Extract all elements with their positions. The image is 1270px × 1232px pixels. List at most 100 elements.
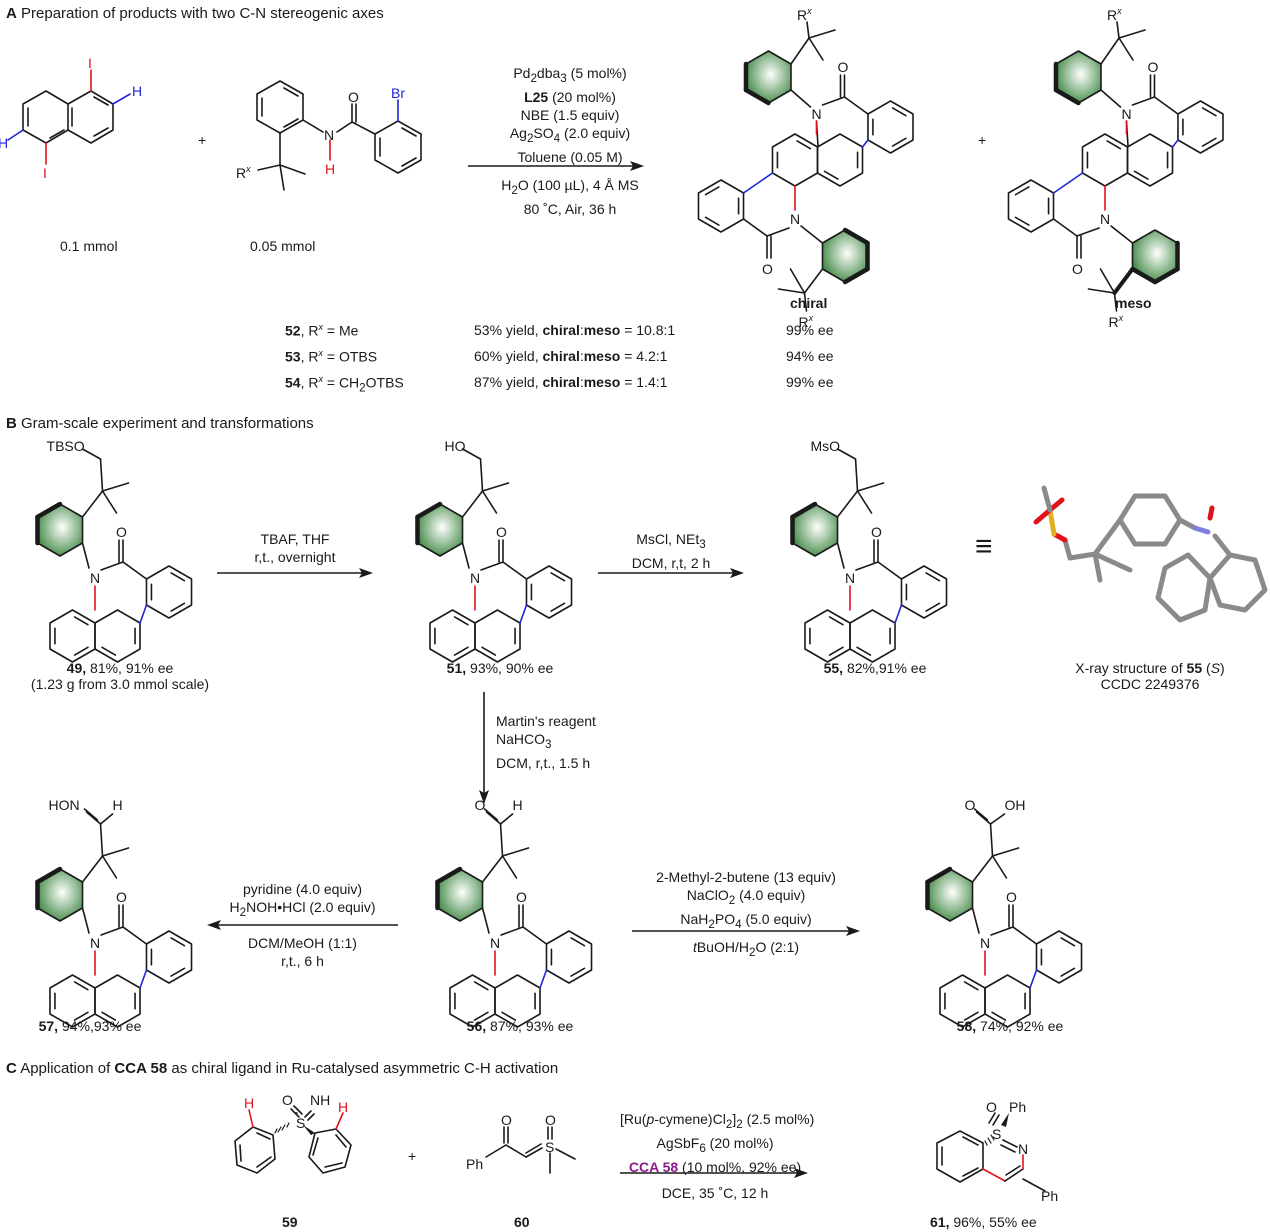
svg-text:NH: NH	[310, 1092, 330, 1108]
conditions-b3: Martin's reagent NaHCO3 DCM, r,t., 1.5 h	[496, 713, 596, 771]
section-b-heading: Gram-scale experiment and transformation…	[21, 415, 314, 432]
reaction-arrow-b1	[217, 568, 373, 578]
bond	[971, 855, 994, 883]
bond	[1012, 926, 1038, 945]
compound-57-label: 57, 94%,93% ee	[38, 1018, 142, 1034]
svg-text:Ph: Ph	[1009, 1099, 1026, 1115]
bond	[550, 572, 566, 582]
bond	[806, 21, 810, 39]
bond	[808, 37, 824, 61]
section-c-letter: C	[6, 1060, 17, 1077]
conditions-b5-below: tBuOH/H2O (2:1)	[692, 939, 800, 959]
atom-h-left: H	[0, 135, 8, 151]
cc-bond-new	[894, 604, 903, 624]
svg-text:O: O	[282, 1092, 293, 1108]
compound-61-label: 61, 96%, 55% ee	[930, 1214, 1037, 1230]
naphthalene-ring	[1126, 133, 1174, 187]
plus-sign-c: +	[408, 1148, 417, 1164]
bromobenzamide-structure: N H O Br Rx	[236, 80, 422, 191]
bond	[461, 490, 484, 518]
conditions-b1: TBAF, THF r,t., overnight	[254, 531, 336, 565]
atom-h-nh: H	[325, 161, 335, 177]
atom-rx: Rx	[797, 6, 812, 23]
atom-oxygen: O	[1072, 261, 1083, 277]
bond	[1014, 216, 1030, 226]
reaction-arrow-b3	[479, 692, 489, 804]
atom-nitrogen: N	[980, 935, 990, 951]
wedge-bond	[415, 501, 443, 520]
atom-rx: Rx	[236, 164, 251, 181]
reaction-arrow-c	[620, 1168, 808, 1178]
bond	[891, 137, 907, 147]
bond	[1014, 186, 1030, 196]
bond	[101, 646, 117, 656]
atom-oxygen: O	[516, 889, 527, 905]
atom-label: OH	[1005, 797, 1026, 813]
bond	[473, 1011, 489, 1021]
compound-55-label: 55, 82%,91% ee	[823, 660, 927, 676]
bond	[1133, 170, 1149, 180]
atom-oxygen: O	[762, 261, 773, 277]
naphthalene-ring	[816, 133, 864, 187]
atom-oxygen: O	[1147, 59, 1158, 75]
bond	[1087, 288, 1116, 294]
cc-bond-new	[539, 969, 548, 989]
svg-text:H: H	[338, 1099, 348, 1115]
bond	[989, 813, 1006, 825]
atom-nitrogen: N	[1121, 106, 1131, 122]
benzo-ring	[145, 930, 193, 984]
benzo-ring	[900, 565, 948, 619]
conditions-b4-above: pyridine (4.0 equiv) H2NOH•HCl (2.0 equi…	[229, 881, 376, 919]
cond-toluene: Toluene (0.05 M)	[517, 148, 623, 165]
bond	[777, 288, 806, 294]
bond	[854, 458, 859, 492]
wedge-bond	[925, 866, 953, 885]
bond	[742, 172, 774, 194]
bond	[73, 616, 89, 626]
bond	[501, 847, 530, 857]
bond	[855, 561, 879, 571]
bond	[570, 937, 586, 947]
conditions-b4-below: DCM/MeOH (1:1) r,t., 6 h	[248, 935, 357, 969]
bond	[891, 107, 907, 117]
table-row-compound: 52, Rx = Me	[285, 322, 359, 339]
bond	[975, 811, 992, 825]
svg-text:S: S	[992, 1126, 1001, 1142]
bond	[101, 490, 118, 514]
bond	[1100, 37, 1120, 65]
bond	[101, 482, 130, 492]
compound-51-label: 51, 93%, 90% ee	[446, 660, 554, 676]
cond-nbe: NBE (1.5 equiv)	[520, 106, 620, 123]
atom-n: N	[324, 127, 334, 143]
bond	[100, 926, 124, 936]
bond	[1060, 967, 1076, 977]
bond	[502, 561, 528, 580]
bond	[836, 542, 845, 569]
wedge-bond	[1152, 266, 1180, 285]
plus-sign-a1: +	[198, 132, 207, 148]
compound-60-label: 60	[514, 1214, 530, 1230]
cond-h2o: H2O (100 µL), 4 Å MS	[501, 177, 639, 197]
bond	[1153, 96, 1179, 115]
substituent-label: TBSO	[47, 438, 85, 454]
bond	[1118, 29, 1146, 39]
bond	[170, 937, 186, 947]
bond	[81, 542, 90, 569]
atom-rx: Rx	[1107, 6, 1122, 23]
svg-text:O: O	[501, 1112, 512, 1128]
bond	[1060, 937, 1076, 947]
bond	[856, 646, 872, 656]
bond	[453, 616, 469, 626]
bond	[499, 823, 504, 857]
conditions-a-below: H2O (100 µL), 4 Å MS 80 ˚C, Air, 36 h	[470, 176, 670, 218]
naphthalene-ring	[939, 974, 986, 1028]
bond	[122, 561, 148, 580]
benzo-ring	[867, 100, 914, 154]
bond	[989, 823, 994, 857]
atom-rx: Rx	[1108, 313, 1123, 330]
bond	[81, 907, 90, 934]
atom-nitrogen: N	[90, 570, 100, 586]
